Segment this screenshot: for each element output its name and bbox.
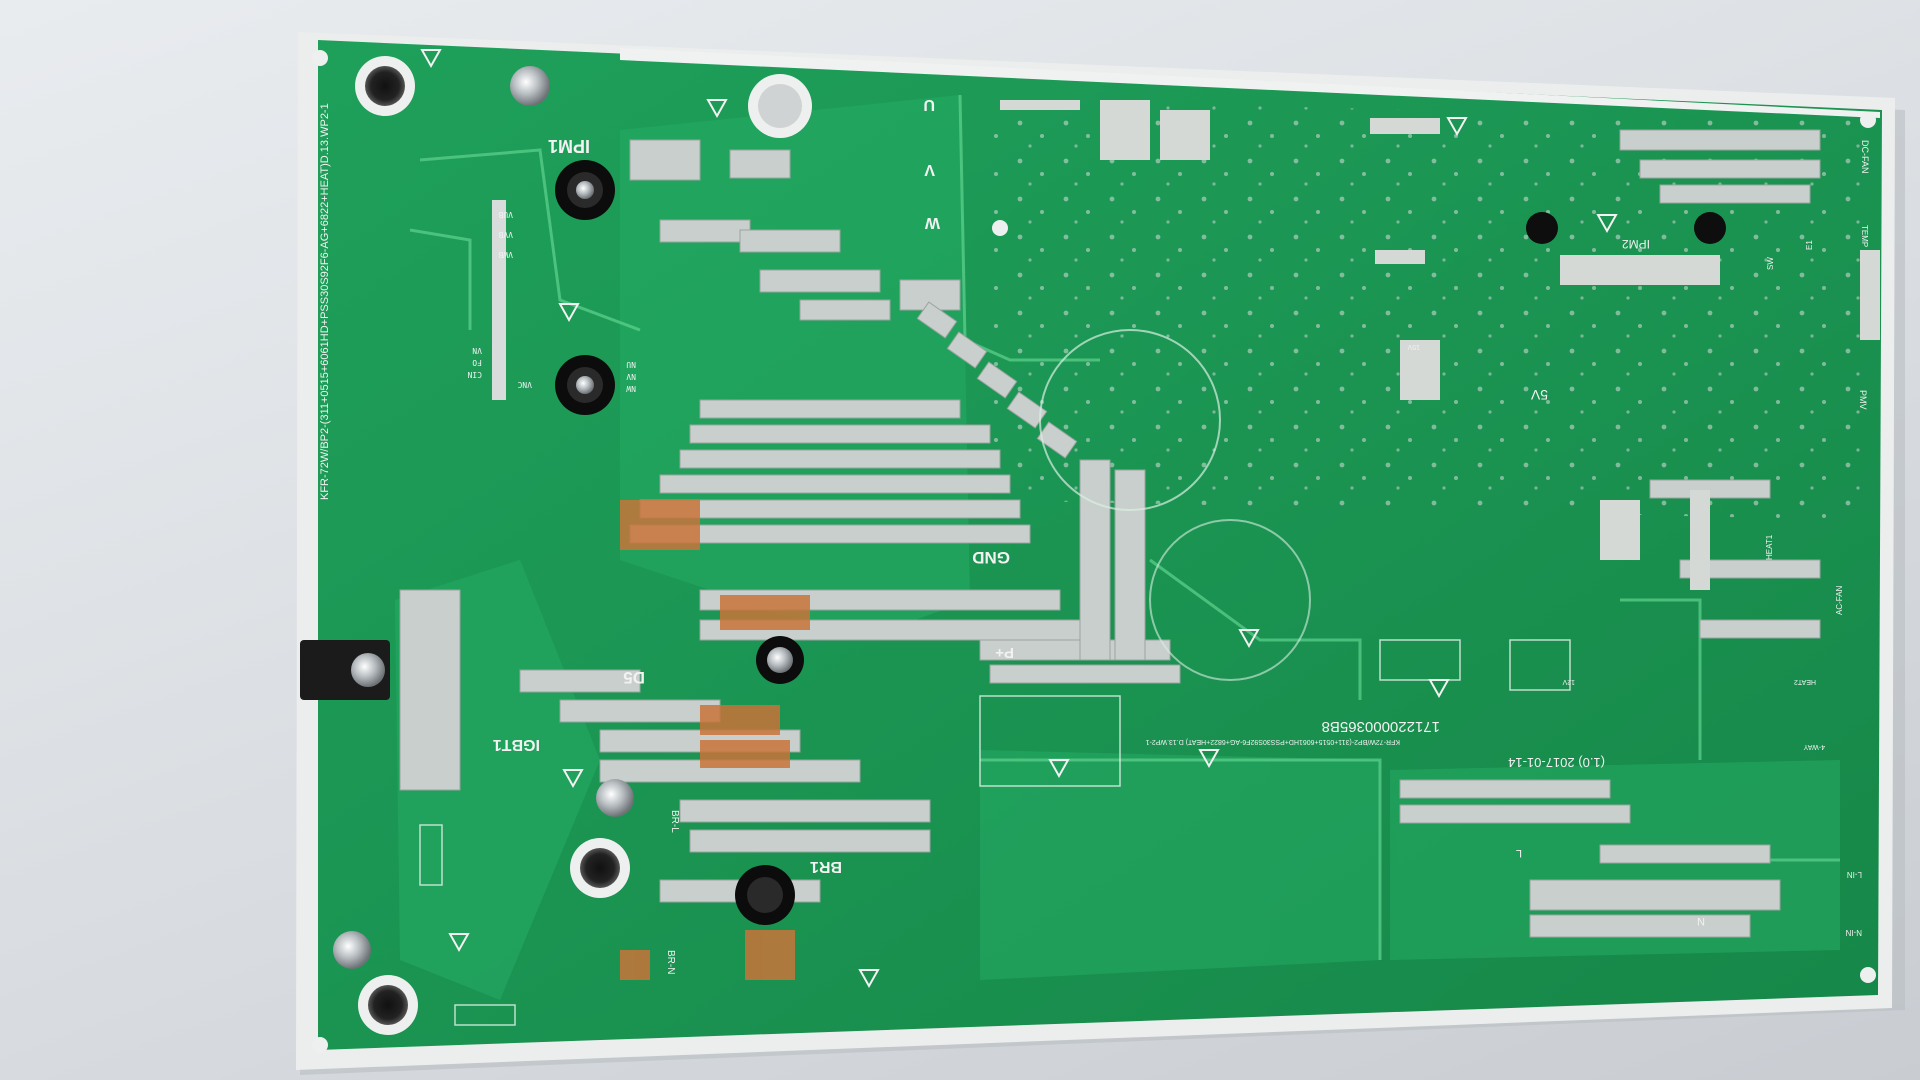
warning-icon-12 bbox=[858, 969, 880, 989]
version-date-label: (1.0) 2017-01-14 bbox=[1508, 755, 1605, 770]
screw-icon-2 bbox=[767, 647, 793, 673]
br-l-label: BR-L bbox=[669, 810, 680, 833]
ac-fan-label: AC-FAN bbox=[1835, 585, 1844, 615]
n-label: N bbox=[1697, 915, 1705, 927]
cin-label: CIN bbox=[467, 370, 482, 379]
warning-icon-10 bbox=[1446, 117, 1468, 137]
screws bbox=[300, 66, 804, 969]
d5-label: D5 bbox=[623, 668, 645, 687]
pin-header bbox=[492, 200, 506, 400]
model-code-small-label: KFR-72W/BP2-(311+0515+6061HD+PSS30S92F6-… bbox=[1145, 738, 1400, 745]
via-field bbox=[990, 100, 1860, 520]
five-v-label: 5V bbox=[1530, 387, 1548, 403]
sw-label: SW bbox=[1766, 257, 1775, 270]
warning-icon-1 bbox=[420, 49, 442, 69]
mounting-holes bbox=[312, 50, 1876, 1053]
fifteen-v-label: 15V bbox=[1407, 343, 1420, 350]
pmv-label: PMV bbox=[1858, 390, 1868, 410]
heat2-label: HEAT2 bbox=[1794, 678, 1816, 685]
e1-label: E1 bbox=[1805, 240, 1814, 250]
warning-icon-8 bbox=[1238, 629, 1260, 649]
v-label: V bbox=[924, 161, 935, 178]
warning-icons bbox=[420, 49, 1618, 989]
warning-icon-2 bbox=[706, 99, 728, 119]
silkscreen-labels: KFR-72W/BP2-(311+0515+6061HD+PSS30S92F6-… bbox=[319, 96, 1870, 974]
screw-icon-3 bbox=[596, 779, 634, 817]
u-label: U bbox=[923, 96, 935, 113]
ipm1-label: IPM1 bbox=[548, 136, 590, 156]
dc-fan-label: DC-FAN bbox=[1860, 140, 1870, 174]
serial-label: 171220000365B8 bbox=[1322, 718, 1440, 735]
smd-pads bbox=[1000, 100, 1880, 590]
top-strip bbox=[620, 48, 1880, 118]
br1-label: BR1 bbox=[810, 858, 842, 875]
capacitor-outline-2 bbox=[1149, 519, 1311, 681]
vwb-label: VWB bbox=[498, 250, 513, 259]
w-label: W bbox=[924, 214, 940, 231]
n-in-label: N-IN bbox=[1845, 928, 1862, 937]
igbt1-label: IGBT1 bbox=[493, 736, 540, 753]
screw-icon-5 bbox=[351, 653, 385, 687]
twelve-v-label: 12V bbox=[1562, 678, 1575, 685]
screw-icon-1 bbox=[510, 66, 550, 106]
vub-label: VUB bbox=[498, 210, 513, 219]
warning-icon-4 bbox=[562, 769, 584, 789]
l-in-label: L-IN bbox=[1847, 870, 1862, 879]
p-plus-label: P+ bbox=[995, 644, 1014, 661]
model-code-label: KFR-72W/BP2-(311+0515+6061HD+PSS30S92F6-… bbox=[319, 103, 331, 500]
warning-icon-11 bbox=[1596, 214, 1618, 234]
br-n-label: BR-N bbox=[665, 950, 676, 974]
four-way-label: 4-WAY bbox=[1803, 743, 1825, 750]
l-label: L bbox=[1516, 847, 1522, 859]
temp-label: TEMP bbox=[1860, 225, 1869, 247]
warning-icon-5 bbox=[448, 933, 470, 953]
gnd-label: GND bbox=[972, 548, 1010, 567]
screw-icon-4 bbox=[333, 931, 371, 969]
warning-icon-3 bbox=[558, 303, 580, 323]
warning-icon-7 bbox=[1198, 749, 1220, 769]
silk-boxes bbox=[419, 639, 1571, 1026]
nv-label: NV bbox=[626, 372, 636, 381]
ipm2-label: IPM2 bbox=[1622, 237, 1650, 251]
vnc-label: VNC bbox=[517, 380, 532, 389]
capacitor-outline-1 bbox=[1039, 329, 1221, 511]
copper-patches bbox=[620, 500, 810, 980]
vvb-label: VVB bbox=[498, 230, 513, 239]
nu-label: NU bbox=[626, 360, 636, 369]
nw-label: NW bbox=[626, 384, 636, 393]
warning-icon-6 bbox=[1048, 759, 1070, 779]
vn-label: VN bbox=[472, 346, 482, 355]
fo-label: FO bbox=[472, 358, 482, 367]
heat1-label: HEAT1 bbox=[1765, 534, 1774, 560]
